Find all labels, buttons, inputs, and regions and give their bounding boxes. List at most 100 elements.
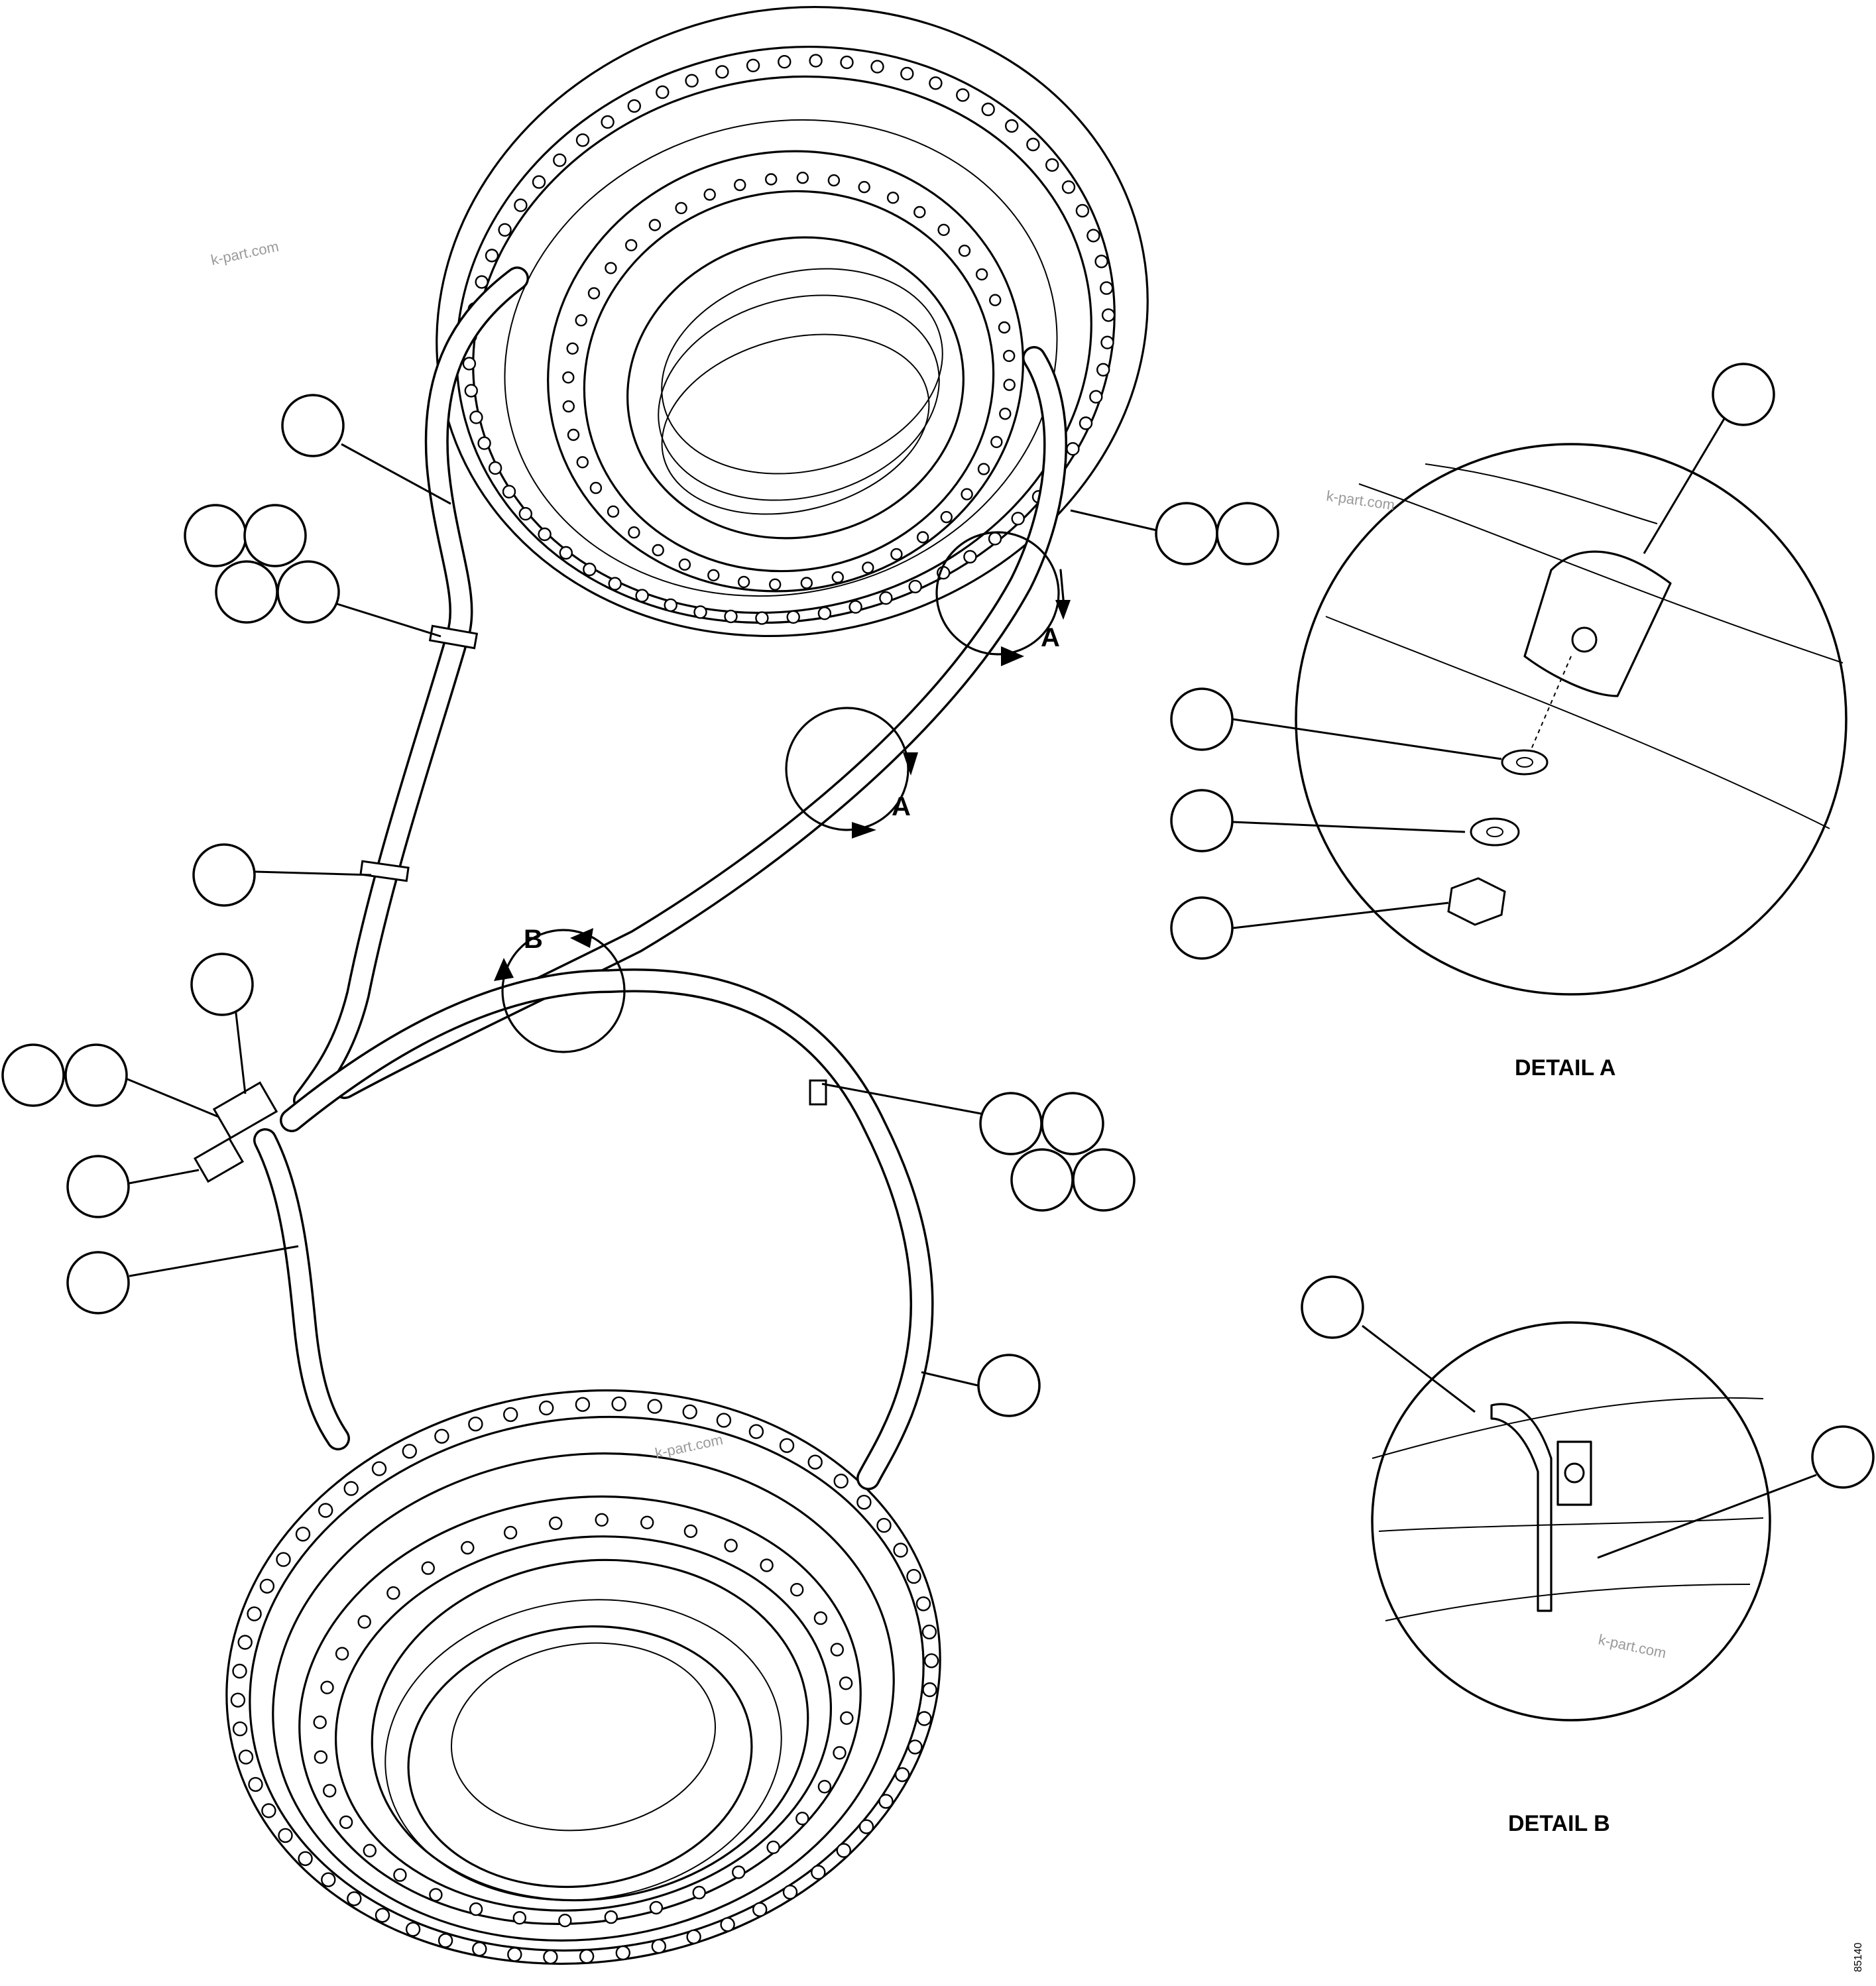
view-label-a-upper: A — [1041, 623, 1060, 652]
bolt-head — [703, 188, 716, 201]
bolt-head — [981, 102, 995, 117]
bolt-head — [830, 1643, 845, 1657]
callout-balloon — [243, 504, 307, 567]
callout-balloon — [1170, 789, 1234, 852]
callout-balloon — [66, 1155, 130, 1218]
bolt-head — [1094, 255, 1108, 268]
bolt-head — [652, 544, 664, 557]
bolt-head — [514, 198, 528, 212]
bolt-head — [886, 192, 900, 204]
bolt-head — [766, 1840, 780, 1855]
bolt-head — [977, 463, 990, 475]
lower-wheel-hub — [225, 1389, 941, 1965]
bolt-head — [990, 436, 1003, 448]
bolt-head — [686, 1929, 701, 1945]
bolt-head — [549, 1516, 563, 1531]
bolt-head — [827, 174, 841, 187]
bolt-head — [923, 1653, 939, 1668]
bolt-head — [800, 577, 813, 589]
bolt-head — [922, 1682, 937, 1698]
bolt-head — [605, 262, 617, 274]
bolt-head — [715, 65, 729, 79]
bolt-head — [343, 1481, 359, 1496]
lower-hub-bolts — [230, 1396, 939, 1965]
bolt-head — [608, 577, 622, 591]
leader-lines — [122, 414, 1817, 1559]
bolt-head — [693, 605, 707, 619]
bolt-head — [375, 1908, 390, 1923]
bolt-head — [1075, 204, 1090, 218]
bolt-head — [649, 1900, 664, 1915]
hose-crossover — [280, 968, 934, 1490]
upper-hub-bolts — [462, 54, 1116, 625]
bolt-head — [335, 1647, 349, 1661]
view-circle-a-upper: A — [935, 531, 1071, 666]
callout-balloon — [192, 843, 256, 907]
callout-balloon — [64, 1043, 128, 1107]
bolt-head — [321, 1872, 336, 1887]
bolt-head — [1011, 512, 1025, 526]
bolt-head — [575, 1397, 591, 1412]
bolt-head — [477, 436, 491, 450]
bolt-head — [752, 1902, 768, 1917]
bolt-head — [611, 1396, 626, 1412]
bolt-head — [462, 357, 477, 371]
callout-balloon — [1072, 1148, 1136, 1212]
bolt-head — [840, 1711, 854, 1725]
bolt-head — [1002, 349, 1016, 363]
bolt-head — [1100, 335, 1114, 349]
bolt-head — [429, 1888, 443, 1902]
figure-code: 85140 — [1853, 1942, 1864, 1972]
bolt-head — [795, 1812, 809, 1826]
bolt-head — [628, 526, 640, 539]
bolt-head — [839, 1676, 853, 1690]
bolt-head — [836, 1843, 852, 1858]
bolt-head — [587, 287, 601, 300]
callout-balloon — [1811, 1425, 1875, 1489]
callout-balloon — [1010, 1148, 1074, 1212]
bolt-head — [900, 66, 914, 81]
bolt-head — [237, 1635, 253, 1650]
view-circle-b: B — [494, 925, 626, 1053]
bolt-head — [615, 1945, 630, 1961]
bolt-head — [1026, 137, 1040, 152]
bolt-head — [635, 589, 649, 603]
bolt-head — [320, 1680, 334, 1694]
bolt-head — [595, 1513, 609, 1527]
bolt-head — [961, 488, 973, 500]
bolt-head — [748, 1424, 764, 1439]
bolt-head — [405, 1922, 421, 1937]
bolt-head — [893, 1543, 908, 1558]
watermark: k-part.com — [1597, 1631, 1668, 1661]
bolt-head — [999, 408, 1012, 420]
bolt-head — [238, 1749, 254, 1765]
bolt-head — [507, 1947, 522, 1962]
bolt-head — [607, 505, 620, 518]
bolt-head — [278, 1828, 293, 1843]
bolt-head — [917, 1711, 932, 1726]
bolt-head — [963, 550, 977, 564]
bolt-head — [929, 76, 943, 90]
bolt-head — [913, 205, 926, 219]
bolt-head — [259, 1578, 275, 1594]
callout-balloon — [276, 560, 340, 624]
bolt-head — [402, 1444, 417, 1459]
bolt-head — [475, 275, 489, 289]
callout-balloon — [1, 1043, 65, 1107]
bolt-head — [786, 610, 800, 624]
view-circle-a-lower: A — [785, 707, 918, 839]
bolt-head — [248, 1777, 263, 1792]
callout-balloon — [1216, 502, 1279, 565]
watermark: k-part.com — [654, 1431, 725, 1462]
bolt-head — [707, 569, 720, 581]
detail-a-label: DETAIL A — [1515, 1055, 1615, 1081]
bolt-head — [724, 609, 738, 624]
bolt-head — [583, 562, 597, 577]
bolt-head — [731, 1865, 746, 1879]
callout-balloon — [1301, 1275, 1364, 1339]
bolt-head — [421, 1561, 435, 1575]
bolt-head — [876, 1517, 892, 1533]
bolt-head — [685, 74, 699, 88]
bolt-head — [469, 1902, 483, 1916]
